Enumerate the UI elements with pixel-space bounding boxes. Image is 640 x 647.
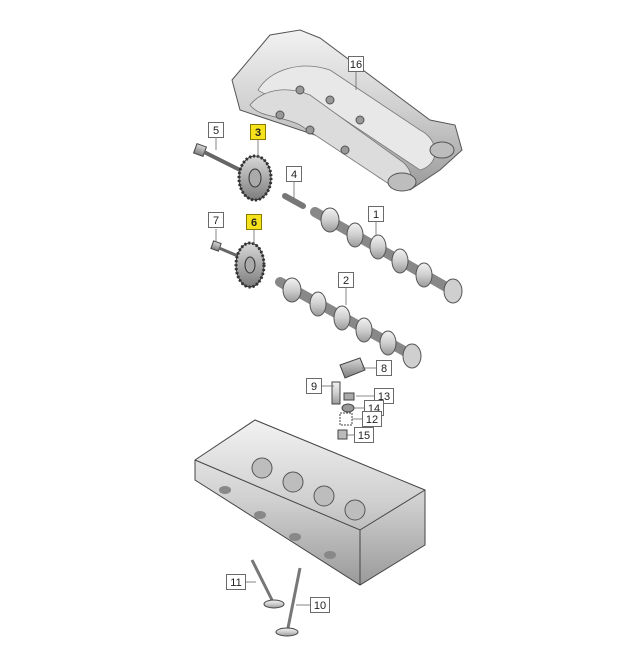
callout-4[interactable]: 4 (286, 166, 302, 182)
spring-retainer (341, 403, 355, 413)
callout-1[interactable]: 1 (368, 206, 384, 222)
bolt (192, 142, 241, 172)
valve-spring (339, 412, 353, 426)
callout-11[interactable]: 11 (226, 574, 246, 590)
valve-keepers (343, 392, 355, 401)
camshaft-intake (275, 277, 422, 369)
valve-stem-seal (337, 429, 348, 440)
callout-12[interactable]: 12 (362, 411, 382, 427)
callout-6-highlighted[interactable]: 6 (246, 214, 262, 230)
callout-7[interactable]: 7 (208, 212, 224, 228)
cylinder-head (194, 419, 426, 586)
exhaust-valve (275, 567, 302, 637)
small-bolt (210, 240, 239, 258)
dowel-pin (282, 193, 306, 209)
callout-5[interactable]: 5 (208, 122, 224, 138)
callout-9[interactable]: 9 (306, 378, 322, 394)
camshaft-adjuster-sprocket (237, 154, 273, 202)
camshaft-exhaust (310, 207, 463, 304)
camshaft-sprocket (234, 241, 266, 289)
callout-3-highlighted[interactable]: 3 (250, 124, 266, 140)
callout-8[interactable]: 8 (376, 360, 392, 376)
callout-10[interactable]: 10 (310, 597, 330, 613)
callout-2[interactable]: 2 (338, 272, 354, 288)
roller-rocker-arm (339, 357, 366, 379)
leader-lines (215, 72, 377, 606)
callout-16[interactable]: 16 (348, 56, 364, 72)
callout-15[interactable]: 15 (354, 427, 374, 443)
cylinder-head-cover (231, 29, 463, 192)
hydraulic-lifter (331, 381, 341, 405)
intake-valve (250, 559, 285, 609)
